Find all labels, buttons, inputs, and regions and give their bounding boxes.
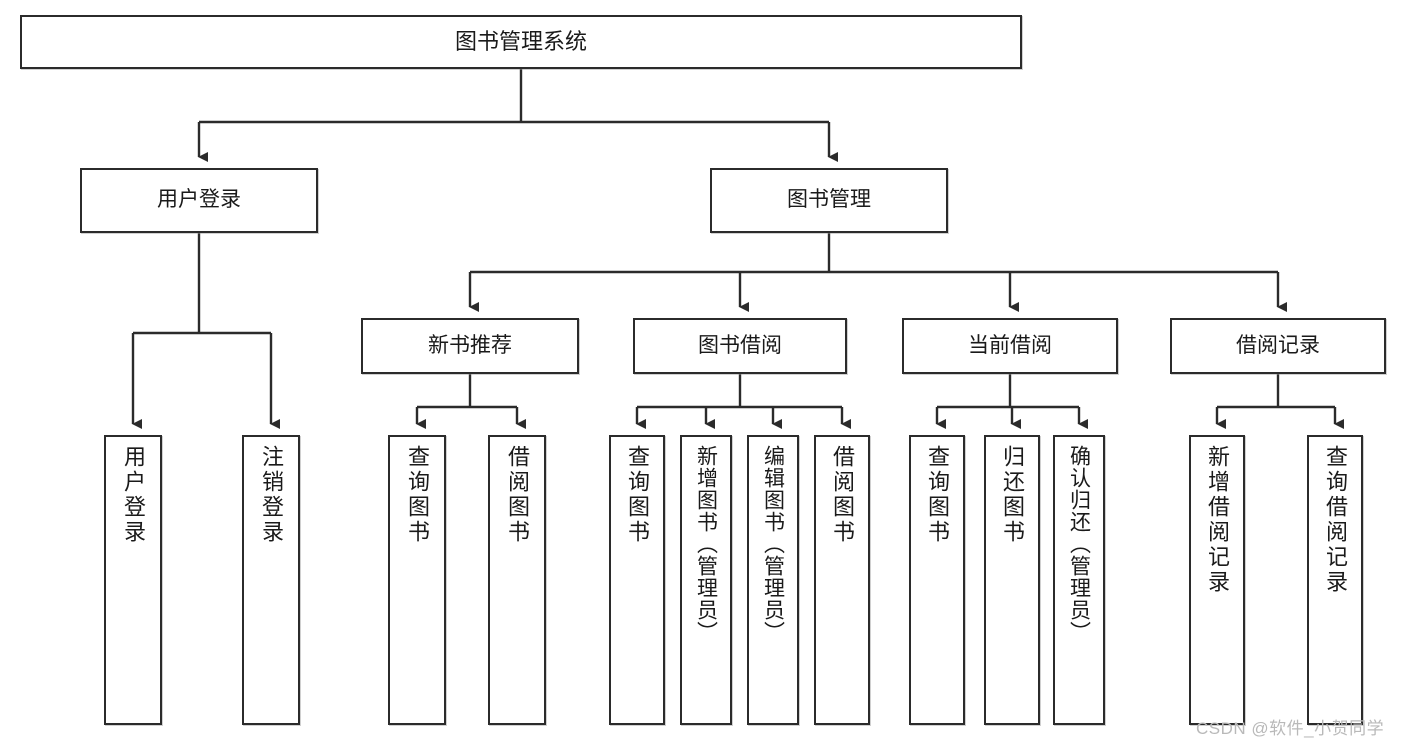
node-leaf-edit-book[interactable]: 编辑图书（管理员）	[747, 435, 799, 725]
node-leaf-add-book[interactable]: 新增图书（管理员）	[680, 435, 732, 725]
node-root[interactable]: 图书管理系统	[20, 15, 1022, 69]
node-borrow-record[interactable]: 借阅记录	[1170, 318, 1386, 374]
node-label: 确认归还（管理员）	[1067, 445, 1091, 643]
node-label: 查询图书	[925, 445, 950, 545]
node-current-borrow[interactable]: 当前借阅	[902, 318, 1118, 374]
node-label: 编辑图书（管理员）	[761, 445, 785, 643]
node-book-borrow[interactable]: 图书借阅	[633, 318, 847, 374]
node-leaf-user-login[interactable]: 用户登录	[104, 435, 162, 725]
watermark: CSDN @软件_小贺同学	[1196, 719, 1385, 738]
node-label: 查询图书	[625, 445, 650, 545]
node-label: 图书管理系统	[454, 29, 587, 55]
node-label: 新增图书（管理员）	[694, 445, 718, 643]
node-label: 借阅图书	[830, 445, 855, 545]
node-leaf-query-record[interactable]: 查询借阅记录	[1307, 435, 1363, 725]
node-label: 归还图书	[1000, 445, 1025, 545]
node-leaf-add-record[interactable]: 新增借阅记录	[1189, 435, 1245, 725]
node-user-login[interactable]: 用户登录	[80, 168, 318, 233]
node-new-book-rec[interactable]: 新书推荐	[361, 318, 579, 374]
node-leaf-borrow-book-rec[interactable]: 借阅图书	[488, 435, 546, 725]
node-label: 注销登录	[259, 445, 284, 545]
node-label: 查询图书	[405, 445, 430, 545]
node-leaf-confirm-return[interactable]: 确认归还（管理员）	[1053, 435, 1105, 725]
node-label: 用户登录	[121, 445, 146, 545]
node-label: 新增借阅记录	[1205, 445, 1230, 595]
node-label: 当前借阅	[968, 333, 1052, 357]
node-label: 图书借阅	[698, 333, 782, 357]
node-leaf-return-book[interactable]: 归还图书	[984, 435, 1040, 725]
node-label: 新书推荐	[428, 333, 512, 357]
node-label: 用户登录	[157, 188, 241, 212]
node-label: 查询借阅记录	[1323, 445, 1348, 595]
node-leaf-query-book-cb[interactable]: 查询图书	[909, 435, 965, 725]
node-book-manage[interactable]: 图书管理	[710, 168, 948, 233]
node-label: 借阅记录	[1236, 333, 1320, 357]
node-leaf-query-book-br[interactable]: 查询图书	[609, 435, 665, 725]
node-label: 借阅图书	[505, 445, 530, 545]
node-label: 图书管理	[787, 188, 871, 212]
node-leaf-logout[interactable]: 注销登录	[242, 435, 300, 725]
node-leaf-query-book-rec[interactable]: 查询图书	[388, 435, 446, 725]
node-leaf-borrow-book-br[interactable]: 借阅图书	[814, 435, 870, 725]
